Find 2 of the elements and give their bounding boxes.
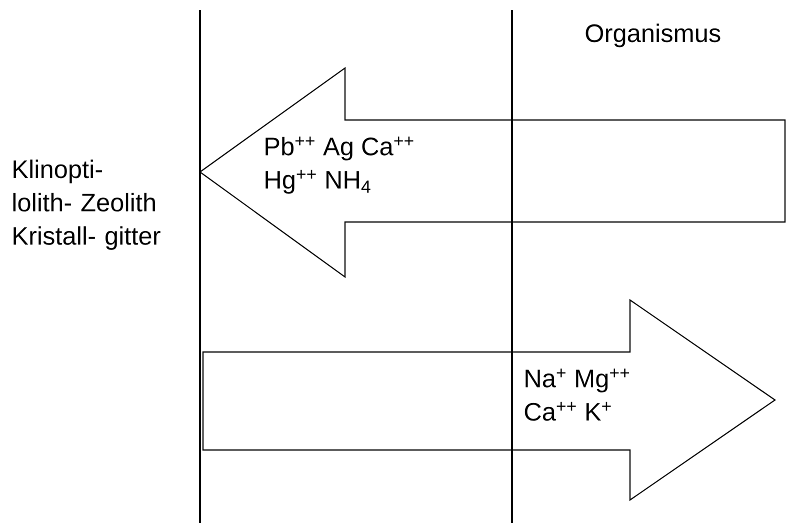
region-label: Organismus [586, 24, 720, 48]
side-label: Klinopti- lolith- Zeolith Kristall- gitter [13, 160, 160, 250]
